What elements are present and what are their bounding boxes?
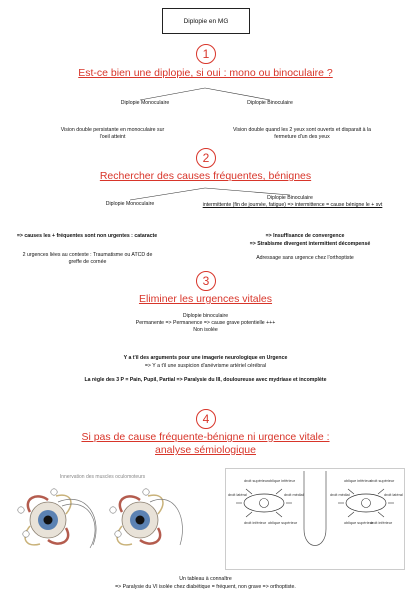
s1-right-desc: Vision double quand les 2 yeux sont ouve…: [232, 127, 372, 140]
s3-question: Y a t'il des arguments pour une imagerie…: [123, 355, 288, 361]
step-1-badge: 1: [196, 44, 216, 64]
muscle-label-tl1: droit supérieur: [244, 479, 269, 483]
muscle-action-diagram: droit supérieur oblique inférieur droit …: [225, 468, 405, 570]
footer-line2: => Paralysie du VI isolée chez diabétiqu…: [115, 584, 296, 590]
step-2-badge: 2: [196, 148, 216, 168]
muscle-label-tr1: oblique inférieur: [268, 479, 296, 483]
s1-title: Est-ce bien une diplopie, si oui : mono …: [78, 67, 333, 79]
s1-left-desc: Vision double persistante en monoculaire…: [60, 127, 165, 140]
step-3-badge: 3: [196, 271, 216, 291]
s2-line-right: [204, 187, 291, 196]
s2-right-note: Adressage sans urgence chez l'orthoptist…: [256, 255, 354, 261]
s2-right-sub: intermittente (fin de journée, fatigue) …: [202, 202, 383, 208]
muscle-label-bl2: oblique supérieur: [344, 521, 374, 525]
muscle-label-ml2: droit médial: [330, 493, 350, 497]
s2-left-label: Diplopie Monoculaire: [105, 201, 155, 207]
s3-line1: Diplopie binoculaire: [182, 313, 229, 319]
muscle-label-tl2: oblique inférieur: [344, 479, 372, 483]
s1-line-left: [139, 87, 206, 101]
step-4-badge: 4: [196, 409, 216, 429]
s1-left-label: Diplopie Monoculaire: [120, 100, 170, 106]
muscle-label-mr2: droit latéral: [384, 493, 403, 497]
s3-title: Eliminer les urgences vitales: [138, 293, 273, 305]
muscle-label-br1: oblique supérieur: [268, 521, 298, 525]
s4-title-line1: Si pas de cause fréquente-bénigne ni urg…: [81, 431, 330, 443]
s3-rule: La règle des 3 P = Pain, Pupil, Partial …: [84, 377, 327, 383]
muscle-diagram-svg: [236, 471, 394, 546]
eyes-illustration: [17, 488, 183, 549]
muscle-label-mr1: droit médial: [284, 493, 304, 497]
s1-right-label: Diplopie Binoculaire: [247, 100, 293, 106]
s2-left-bold: => causes les + fréquentes sont non urge…: [16, 233, 158, 239]
s3-line3: Non isolée: [193, 327, 218, 333]
muscle-label-br2: droit inférieur: [370, 521, 393, 525]
page-title: Diplopie en MG: [162, 8, 250, 34]
eye-innervation-image: Innervation des muscles oculomoteurs: [10, 474, 195, 558]
s1-line-right: [204, 87, 271, 101]
s4-title-line2: analyse sémiologique: [155, 444, 256, 456]
s2-right-bold1: => Insuffisance de convergence: [265, 233, 345, 239]
footer-line1: Un tableau à connaître: [179, 576, 232, 582]
s2-title: Rechercher des causes fréquentes, bénign…: [99, 170, 312, 182]
s2-right-label: Diplopie Binoculaire: [267, 195, 313, 201]
s2-right-bold2: => Strabisme divergent intermittent déco…: [249, 241, 371, 247]
eye-image-caption: Innervation des muscles oculomoteurs: [59, 474, 146, 480]
s2-line-left: [129, 187, 206, 201]
s2-left-note: 2 urgences liées au contexte : Traumatis…: [22, 252, 153, 265]
s3-line2: Permanente => Permanence => cause grave …: [135, 320, 276, 326]
muscle-label-ml1: droit latéral: [228, 493, 247, 497]
muscle-label-tr2: droit supérieur: [370, 479, 395, 483]
muscle-label-bl1: droit inférieur: [244, 521, 267, 525]
s3-question2: => Y a t'il une suspicion d'anévrisme ar…: [144, 363, 267, 369]
